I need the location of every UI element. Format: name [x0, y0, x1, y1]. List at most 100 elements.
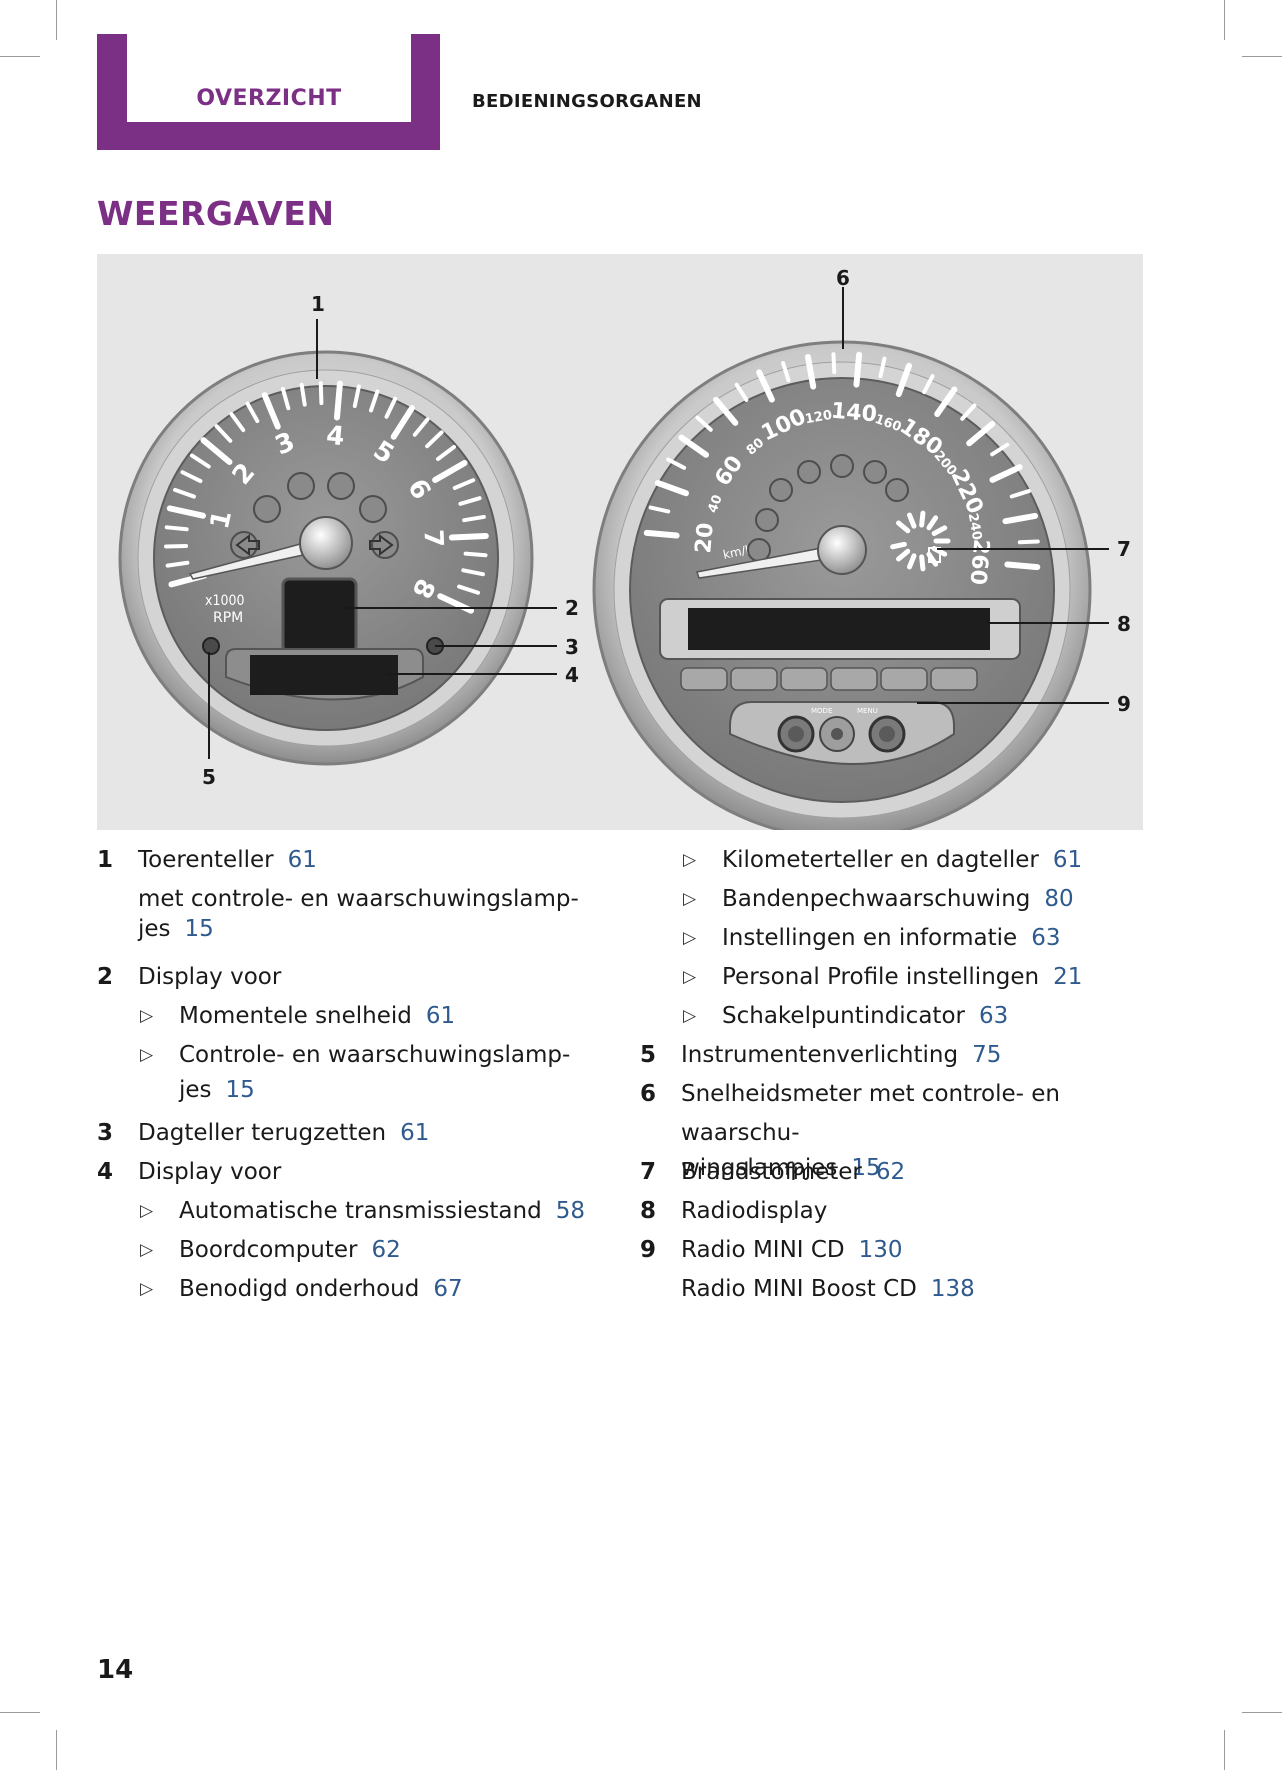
speedometer-tick — [853, 351, 863, 388]
fuel-gauge-segment — [896, 548, 911, 562]
speedometer-tick — [895, 362, 913, 398]
tachometer-tick — [432, 460, 468, 483]
callout-9: 9 — [1117, 692, 1131, 716]
page-reference[interactable]: 15 — [851, 1155, 881, 1181]
speedometer-tick — [1004, 561, 1041, 571]
chapter-tab-label: OVERZICHT — [196, 86, 342, 111]
fuel-gauge-segment — [919, 510, 926, 528]
page-reference[interactable]: 63 — [1031, 925, 1061, 951]
tachometer-unit-multiplier: x1000 — [205, 593, 245, 609]
page-reference[interactable]: 138 — [930, 1276, 975, 1302]
speedometer-tick — [990, 442, 1010, 457]
tachometer-tick — [412, 417, 430, 437]
fuel-gauge-segment — [907, 553, 917, 570]
page-reference[interactable]: 61 — [287, 847, 317, 873]
radio-preset-button — [680, 667, 728, 691]
speedometer-needle-hub — [817, 525, 867, 575]
bullet-triangle-icon: ▷ — [140, 1045, 154, 1065]
callout-3: 3 — [565, 635, 579, 659]
tachometer-tick — [462, 514, 486, 523]
bullet-triangle-icon: ▷ — [140, 1201, 154, 1221]
page-reference[interactable]: 63 — [978, 1003, 1009, 1029]
speedometer-unit: km/h — [722, 542, 755, 562]
tachometer-tick — [280, 386, 291, 411]
speedometer-scale-label: 240 — [965, 512, 984, 541]
page-reference[interactable]: 21 — [1053, 964, 1083, 990]
fuel-gauge-segment — [890, 541, 907, 550]
crop-mark — [1242, 1712, 1282, 1713]
tachometer-tick — [458, 496, 482, 506]
speedometer-scale-label: 40 — [705, 493, 725, 515]
tachometer-tick — [448, 533, 489, 541]
crop-mark — [56, 0, 57, 40]
page-reference[interactable]: 61 — [1052, 847, 1083, 873]
speedometer-tick — [1017, 539, 1040, 545]
speedometer-tick — [666, 457, 687, 470]
page-reference[interactable]: 130 — [858, 1237, 903, 1263]
speedometer-scale-label: 20 — [691, 522, 719, 555]
speedometer-scale-label: 120 — [804, 408, 833, 427]
page-reference[interactable]: 61 — [425, 1003, 456, 1029]
radio-preset-buttons — [680, 667, 978, 691]
tachometer-warning-lamps — [230, 472, 399, 559]
tachometer-unit-rpm: RPM — [213, 610, 243, 626]
tachometer-tick — [452, 478, 476, 491]
fuel-pump-icon — [928, 547, 941, 563]
legend-item-8: 8 Radiodisplay — [640, 1198, 828, 1224]
speedometer-tick — [695, 415, 713, 432]
turn-right-arrow-icon — [369, 534, 394, 556]
speedometer-tick — [989, 464, 1023, 483]
page-reference[interactable]: 61 — [400, 1120, 430, 1146]
page-reference[interactable]: 67 — [433, 1276, 463, 1302]
tachometer-scale-label: 7 — [418, 529, 449, 548]
page-reference[interactable]: 62 — [371, 1237, 401, 1263]
speedometer-tick — [804, 353, 817, 390]
legend-item-2: 2 Display voor — [97, 964, 282, 990]
speedometer-tick — [756, 369, 775, 403]
tachometer-tick — [299, 382, 307, 407]
page-reference[interactable]: 58 — [555, 1198, 585, 1224]
page-reference[interactable]: 15 — [225, 1077, 255, 1103]
tachometer-tick — [333, 380, 343, 421]
tachometer-needle-hub — [299, 516, 353, 570]
page-reference[interactable]: 62 — [875, 1159, 906, 1185]
tachometer-tick — [435, 444, 456, 461]
chapter-tab-inner — [127, 34, 411, 122]
callout-5: 5 — [202, 765, 216, 789]
page-number: 14 — [97, 1655, 134, 1685]
fuel-gauge-segments — [890, 510, 951, 572]
speedometer-tick — [878, 356, 887, 379]
section-label: BEDIENINGSORGANEN — [472, 91, 702, 112]
illumination-knob — [202, 637, 220, 655]
page-title: WEERGAVEN — [97, 194, 335, 233]
tachometer-tick — [457, 584, 481, 595]
fuel-gauge-segment — [926, 515, 939, 531]
page-reference[interactable]: 75 — [972, 1042, 1002, 1068]
tachometer-tick — [245, 401, 260, 424]
tachometer-tick — [261, 392, 281, 430]
radio-menu-label: MENU — [857, 707, 878, 715]
page-reference[interactable]: 15 — [184, 916, 214, 942]
speedometer-tick — [643, 529, 680, 539]
callout-2: 2 — [565, 596, 579, 620]
radio-preset-button — [780, 667, 828, 691]
turn-left-arrow-icon — [235, 534, 260, 556]
tachometer-tick — [229, 411, 246, 433]
tachometer-lower-display — [250, 655, 398, 695]
page-reference[interactable]: 80 — [1044, 886, 1074, 912]
bullet-triangle-icon: ▷ — [683, 967, 697, 987]
tachometer-tick — [164, 525, 189, 532]
